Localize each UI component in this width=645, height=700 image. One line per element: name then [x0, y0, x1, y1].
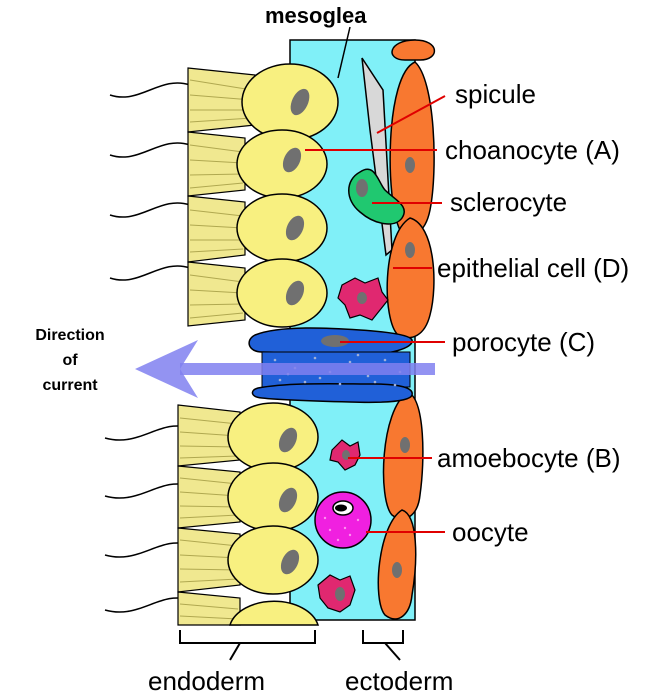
oocyte [314, 491, 372, 549]
mesoglea-title: mesoglea [265, 3, 367, 28]
collars-lower [177, 404, 241, 626]
label-choanocyte: choanocyte (A) [445, 135, 620, 165]
flagella-upper [109, 82, 191, 281]
current-label-line2: of [62, 352, 78, 369]
amoebocyte-bottom-nucleus [335, 587, 345, 601]
label-oocyte: oocyte [452, 517, 529, 547]
label-amoebocyte: amoebocyte (B) [437, 443, 621, 473]
endoderm-bracket [179, 630, 316, 661]
label-epithelial-cell: epithelial cell (D) [437, 253, 629, 283]
flagella-lower [104, 425, 191, 613]
label-porocyte: porocyte (C) [452, 327, 595, 357]
epithelial-cells [377, 39, 436, 620]
label-ectoderm: ectoderm [345, 666, 453, 696]
label-spicule: spicule [455, 79, 536, 109]
choanocyte-nuclei-lower [278, 427, 300, 575]
current-label-line1: Direction [35, 327, 104, 344]
choanocytes-lower [227, 402, 320, 626]
collars-upper [187, 67, 256, 327]
choanocytes-upper [236, 63, 339, 328]
amoebocyte-upper-nucleus [357, 292, 367, 304]
leader-lines [305, 95, 446, 533]
collar-microvilli-upper [189, 79, 253, 319]
choanocyte-nuclei-upper [282, 88, 310, 306]
current-arrow [135, 340, 435, 398]
current-label-line3: current [42, 377, 98, 394]
ectoderm-bracket [362, 630, 404, 661]
label-endoderm: endoderm [148, 666, 265, 696]
label-sclerocyte: sclerocyte [450, 187, 567, 217]
sclerocyte-nucleus [356, 179, 368, 197]
mesoglea-pointer [337, 26, 351, 79]
epithelial-nuclei [392, 157, 415, 578]
